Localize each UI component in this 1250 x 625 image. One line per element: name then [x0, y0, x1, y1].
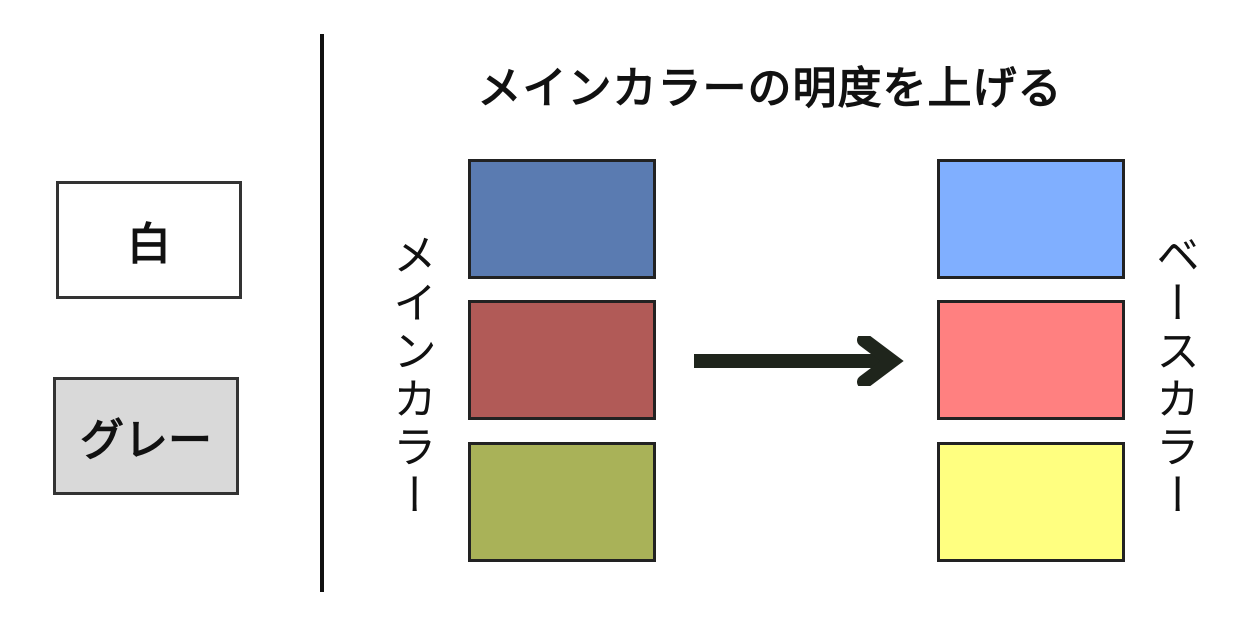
main-color-swatch-blue	[468, 159, 656, 279]
main-color-label: メインカラー	[385, 232, 436, 520]
base-color-label: ベースカラー	[1148, 232, 1199, 520]
gray-label-box: グレー	[53, 377, 239, 495]
arrow-head	[857, 336, 904, 386]
white-label: 白	[127, 219, 171, 270]
white-label-box: 白	[56, 181, 242, 299]
base-color-swatch-yellow	[937, 442, 1125, 562]
vertical-divider	[320, 34, 324, 592]
base-color-swatch-red	[937, 300, 1125, 420]
main-color-swatch-green	[468, 442, 656, 562]
diagram-title: メインカラーの明度を上げる	[477, 63, 1063, 114]
arrow-right-icon	[694, 336, 904, 386]
base-color-swatch-blue	[937, 159, 1125, 279]
main-color-swatch-red	[468, 300, 656, 420]
gray-label: グレー	[80, 415, 212, 466]
